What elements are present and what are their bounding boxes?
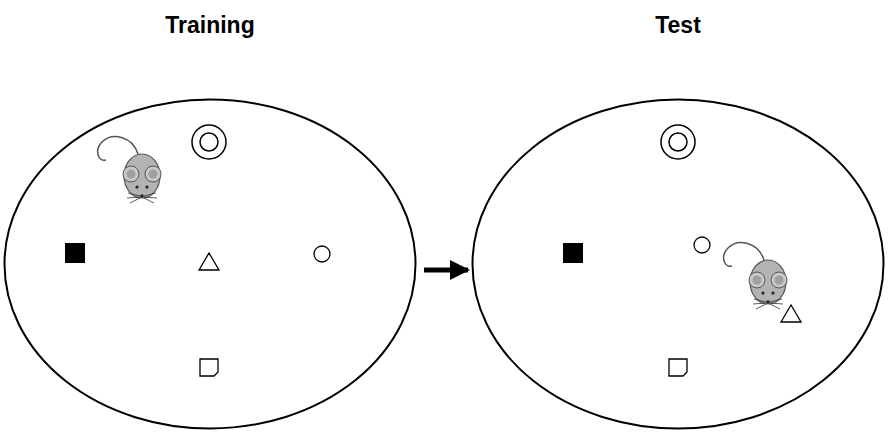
panel-title: Test [471, 12, 885, 39]
arena-outline [3, 4, 417, 430]
panel-title: Training [3, 12, 417, 39]
arena-outline [471, 4, 885, 430]
transition-arrow [424, 268, 468, 273]
arena-circle: Training [3, 4, 417, 430]
arena-circle: Test [471, 4, 885, 430]
